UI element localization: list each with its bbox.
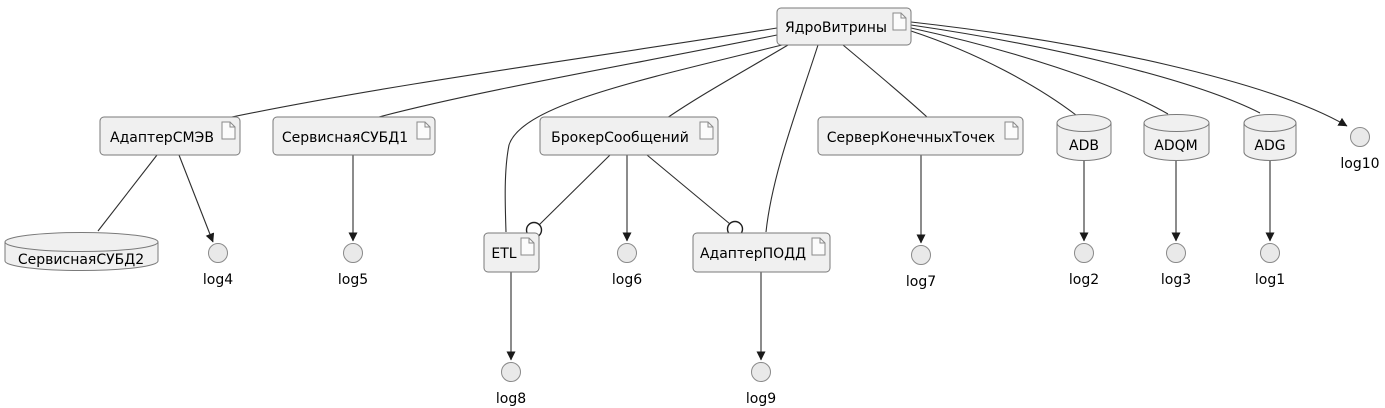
- log-node-log8: log8: [496, 362, 526, 407]
- component-yadro-vitriny: ЯдроВитрины: [776, 7, 912, 46]
- component-servisnaya-subd1: СервиснаяСУБД1: [272, 116, 436, 156]
- edge-adaptersmev-subd2: [97, 154, 158, 232]
- edge-yadro-adqm: [910, 27, 1169, 115]
- edge-yadro-adg: [910, 24, 1261, 114]
- edge-yadro-broker: [666, 44, 789, 119]
- log-label: log9: [746, 391, 776, 407]
- log-node-log5: log5: [338, 243, 368, 288]
- component-label: БрокерСообщений: [551, 130, 689, 146]
- component-server-konechnyh-tochek: СерверКонечныхТочек: [817, 116, 1024, 156]
- database-label: СервиснаяСУБД2: [18, 252, 144, 268]
- component-etl: ETL: [483, 232, 540, 273]
- artifact-icon: [221, 121, 236, 140]
- artifact-icon: [520, 237, 535, 256]
- log-node-log2: log2: [1069, 243, 1099, 288]
- component-label: АдаптерПОДД: [700, 246, 806, 262]
- log-node-log4: log4: [203, 243, 233, 288]
- log-label: log3: [1161, 272, 1191, 288]
- artifact-icon: [811, 237, 826, 256]
- artifact-icon: [892, 12, 907, 31]
- artifact-icon: [699, 121, 714, 140]
- log-node-log10: log10: [1340, 127, 1380, 172]
- log-node-log3: log3: [1161, 243, 1191, 288]
- log-node-log6: log6: [612, 243, 642, 288]
- edge-adaptersmev-log4: [178, 154, 215, 243]
- log-label: log5: [338, 272, 368, 288]
- edges: [97, 21, 1348, 361]
- edge-yadro-etl: [504, 44, 783, 233]
- edge-yadro-adapterpodd: [765, 44, 819, 233]
- database-label: ADQM: [1154, 138, 1197, 154]
- edge-broker-etl: [538, 154, 611, 226]
- component-adapter-smev: АдаптерСМЭВ: [99, 116, 241, 156]
- log-node-log7: log7: [906, 245, 936, 290]
- component-label: АдаптерСМЭВ: [110, 130, 214, 146]
- database-adb: ADB: [1056, 114, 1112, 161]
- component-broker-soobscheniy: БрокерСообщений: [539, 116, 719, 156]
- component-adapter-podd: АдаптерПОДД: [692, 232, 831, 273]
- log-label: log4: [203, 272, 233, 288]
- database-adqm: ADQM: [1143, 114, 1210, 161]
- edge-broker-adapterpodd: [646, 154, 731, 225]
- edge-yadro-serverendpoints: [842, 44, 928, 118]
- log-node-log1: log1: [1255, 243, 1285, 288]
- edge-yadro-adaptersmev: [226, 27, 778, 119]
- component-label: ЯдроВитрины: [785, 20, 887, 36]
- edge-yadro-adb: [910, 30, 1077, 116]
- edge-yadro-subd1: [374, 34, 778, 119]
- database-adg: ADG: [1243, 114, 1297, 161]
- log-label: log1: [1255, 272, 1285, 288]
- database-label: ADB: [1069, 138, 1099, 154]
- artifact-icon: [1004, 121, 1019, 140]
- log-label: log2: [1069, 272, 1099, 288]
- database-servisnaya-subd2: СервиснаяСУБД2: [4, 232, 159, 271]
- artifact-icon: [416, 121, 431, 140]
- log-label: log10: [1340, 156, 1379, 172]
- log-node-log9: log9: [746, 362, 776, 407]
- log-label: log8: [496, 391, 526, 407]
- database-label: ADG: [1254, 138, 1285, 154]
- log-label: log7: [906, 274, 936, 290]
- component-label: СерверКонечныхТочек: [827, 130, 996, 146]
- log-label: log6: [612, 272, 642, 288]
- component-label: СервиснаяСУБД1: [282, 130, 408, 146]
- component-label: ETL: [491, 246, 516, 262]
- edge-yadro-log10: [910, 21, 1348, 127]
